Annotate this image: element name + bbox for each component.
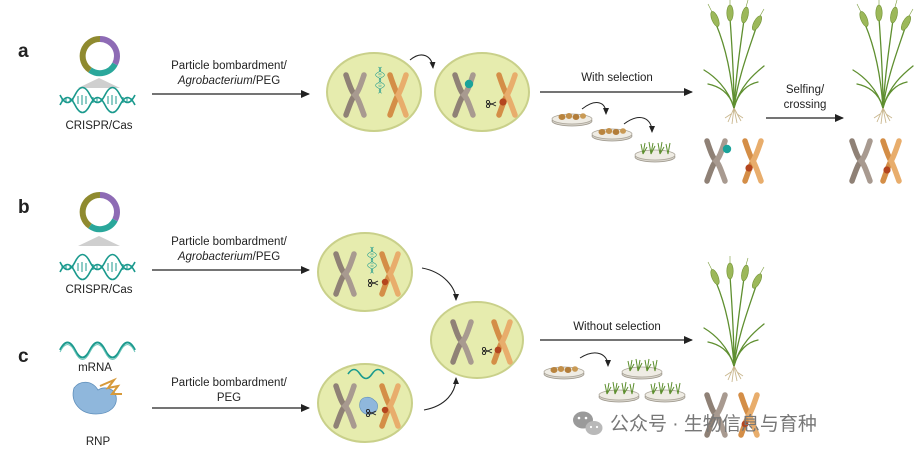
- edit-site-marker: [381, 406, 389, 414]
- petri-dish-calli-1: [551, 112, 593, 127]
- delivery-label-line2: Agrobacterium/PEG: [177, 251, 280, 263]
- petri-dish-regenerants: [634, 141, 676, 163]
- construct-label: CRISPR/Cas: [65, 284, 132, 296]
- delivery-label-line1: Particle bombardment/: [171, 377, 287, 389]
- delivery-label-line2: Agrobacterium/PEG: [177, 75, 280, 87]
- edit-marker-plant: [741, 420, 749, 428]
- rnp-label: RNP: [86, 436, 111, 448]
- edit-site-marker: [494, 346, 502, 354]
- panel-c-letter: c: [18, 346, 29, 367]
- wheat-plant-t0: [703, 0, 765, 125]
- converge-arrow-b: [421, 267, 459, 301]
- wheat-plant-t1: [852, 0, 914, 125]
- mrna-icon: [59, 341, 136, 361]
- petri-dish-calli: [543, 365, 585, 380]
- plasmid-icon: [83, 195, 117, 229]
- integration-arrow: [409, 54, 436, 69]
- panel-b-letter: b: [18, 197, 30, 218]
- mrna-label: mRNA: [78, 362, 112, 374]
- edit-marker-t1: [883, 166, 891, 174]
- converge-arrow-c: [423, 377, 459, 411]
- culture-arrow: [579, 352, 611, 367]
- edit-marker-t0: [745, 164, 753, 172]
- dna-helix-icon: [59, 86, 136, 114]
- watermark-text: 公众号 · 生物信息与育种: [610, 413, 817, 435]
- edit-site-marker: [499, 98, 507, 106]
- delivery-label-line1: Particle bombardment/: [171, 60, 287, 72]
- transgene-insert-marker: [464, 79, 474, 89]
- delivery-label-line2: PEG: [217, 392, 241, 404]
- culture-arrow-1: [581, 102, 609, 115]
- panel-a-letter: a: [18, 41, 29, 62]
- panel-b: b CRISPR/Cas Particle bombardment/ Agrob…: [18, 195, 459, 312]
- cell-edited-transgene-free: [430, 301, 524, 379]
- delivery-label-line1: Particle bombardment/: [171, 236, 287, 248]
- selfing-label-line2: crossing: [784, 99, 827, 111]
- cell-transformed: [317, 232, 413, 312]
- watermark: 公众号 · 生物信息与育种: [573, 411, 817, 435]
- projection-wedge: [78, 78, 120, 88]
- petri-dish-regenerants-3: [644, 381, 686, 403]
- chromosome-orange-t0: [745, 141, 761, 181]
- transgene-marker-t0: [722, 144, 732, 154]
- chromosome-gray-t1: [852, 141, 870, 181]
- selection-label: With selection: [581, 72, 653, 84]
- panel-a: a CRISPR/Cas Particle bombardment/ Agrob…: [18, 0, 914, 181]
- chromosome-gray-t0: [707, 141, 725, 181]
- petri-dish-calli-2: [591, 127, 633, 142]
- cell-edited: [434, 52, 530, 132]
- wheat-plant-edited: [703, 255, 765, 383]
- panel-c: c mRNA RNP Particle bombardment/ PEG Wit…: [18, 255, 765, 448]
- mrna-in-cell-icon: [347, 368, 385, 380]
- selfing-label-line1: Selfing/: [786, 84, 825, 96]
- chromosome-orange-t1: [883, 141, 899, 181]
- petri-dish-regenerants-1: [621, 358, 663, 380]
- edit-site-marker: [381, 278, 389, 286]
- cell-transformed: [326, 52, 422, 132]
- projection-wedge: [78, 236, 120, 246]
- rnp-icon: [72, 377, 122, 415]
- plasmid-icon: [83, 39, 117, 73]
- petri-dish-regenerants-2: [598, 381, 640, 403]
- construct-label: CRISPR/Cas: [65, 120, 132, 132]
- wechat-icon: [573, 411, 603, 435]
- selection-label: Without selection: [573, 321, 661, 333]
- dna-helix-icon: [59, 253, 136, 281]
- culture-arrow-2: [623, 117, 655, 133]
- rnp-in-cell-icon: [359, 396, 378, 415]
